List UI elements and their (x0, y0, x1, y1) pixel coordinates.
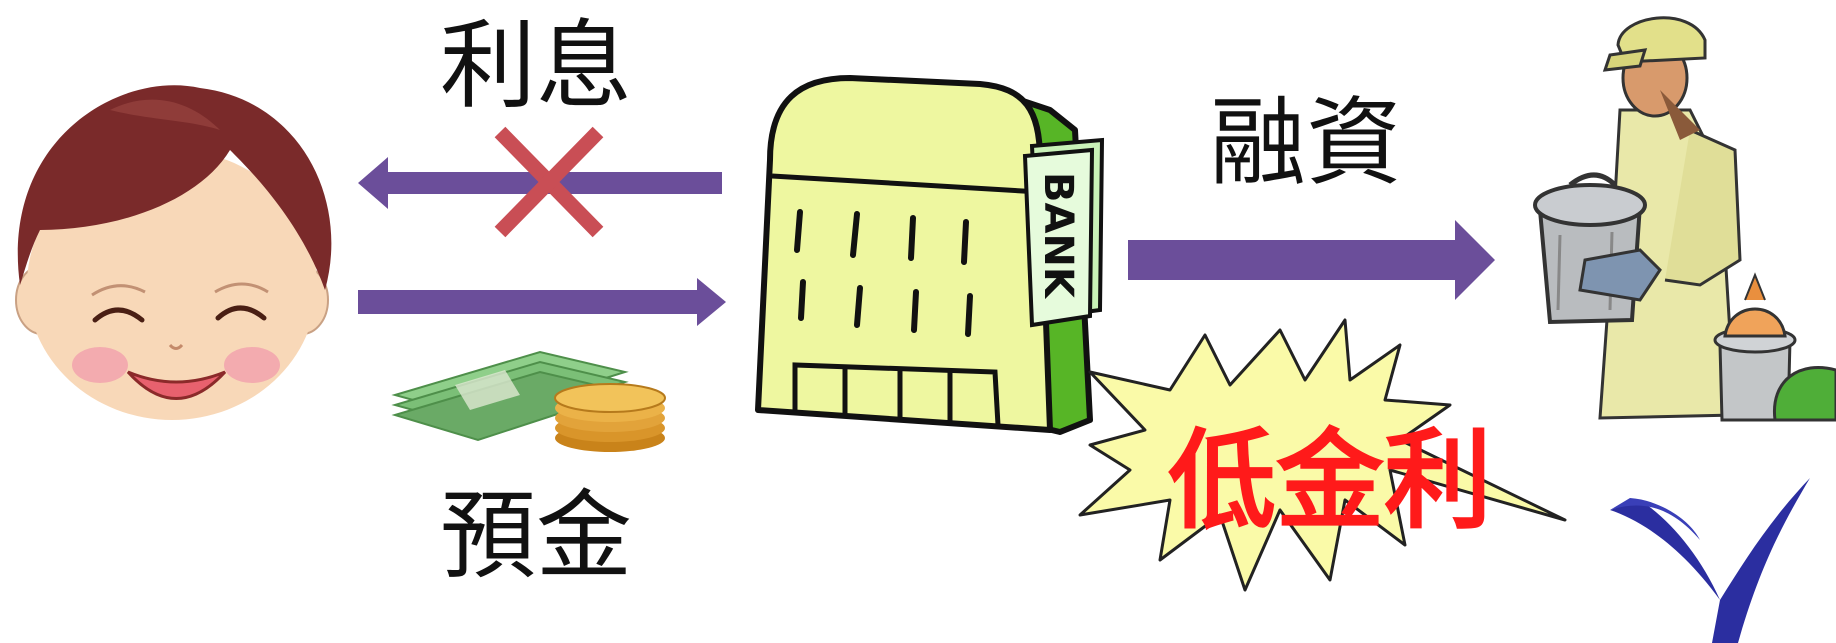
smiling-person-icon (15, 85, 332, 420)
interest-label: 利息 (440, 10, 632, 122)
financing-arrow (1128, 220, 1495, 300)
sanitation-worker-icon (1533, 16, 1836, 422)
financing-label: 融資 (1210, 87, 1402, 199)
bank-sign: BANK (1022, 137, 1105, 328)
low-rate-starburst (1078, 318, 1567, 592)
bank-building-icon: BANK (755, 75, 1105, 435)
deposit-label: 預金 (440, 480, 632, 592)
low-rate-label: 低金利 (1168, 419, 1493, 544)
deposit-arrow (358, 278, 726, 326)
v-logo-icon (1610, 478, 1810, 643)
bank-sign-text: BANK (1035, 172, 1081, 300)
cross-mark-icon (494, 126, 604, 238)
cash-and-coins-icon (391, 350, 666, 452)
